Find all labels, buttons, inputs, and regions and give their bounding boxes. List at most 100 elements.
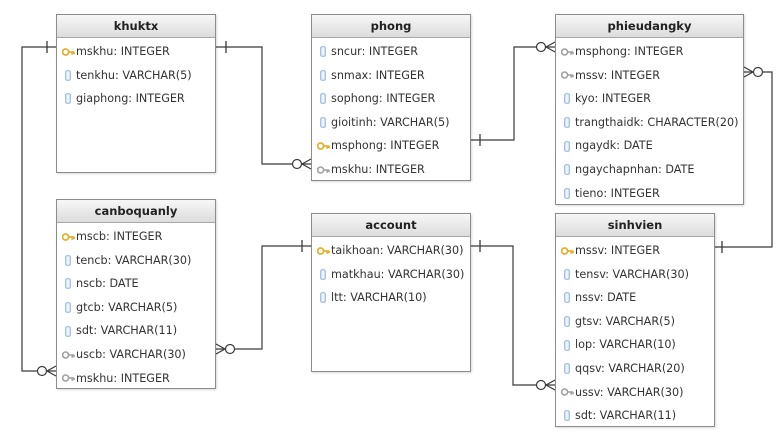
primary-key-icon [560, 239, 574, 263]
column-label: sdt: VARCHAR(11) [76, 324, 178, 338]
column-row[interactable]: ngaychapnhan: DATE [556, 158, 743, 182]
column-label: ngaydk: DATE [575, 139, 653, 153]
column-row[interactable]: mssv: INTEGER [556, 239, 714, 263]
column-label: snmax: INTEGER [331, 68, 425, 82]
column-icon [560, 87, 574, 111]
column-row[interactable]: tieno: INTEGER [556, 182, 743, 206]
column-row[interactable]: ltt: VARCHAR(10) [312, 286, 470, 310]
column-label: msphong: INTEGER [331, 139, 440, 153]
foreign-key-icon [316, 158, 330, 182]
entity-khuktx[interactable]: khuktx mskhu: INTEGER tenkhu: VARCHAR(5) g… [56, 14, 216, 173]
entity-title: phong [312, 15, 470, 38]
column-row[interactable]: msphong: INTEGER [312, 134, 470, 158]
relationship-phong-phieudangky [471, 41, 556, 146]
column-row[interactable]: trangthaidk: CHARACTER(20) [556, 111, 743, 135]
column-icon [61, 272, 75, 296]
column-row[interactable]: gioitinh: VARCHAR(5) [312, 111, 470, 135]
column-icon [560, 111, 574, 135]
column-label: nssv: DATE [575, 291, 637, 305]
column-list: mskhu: INTEGER tenkhu: VARCHAR(5) giaphong… [57, 38, 215, 111]
column-row[interactable]: tenkhu: VARCHAR(5) [57, 64, 215, 88]
foreign-key-icon [560, 64, 574, 88]
column-row[interactable]: qqsv: VARCHAR(20) [556, 357, 714, 381]
column-row[interactable]: sdt: VARCHAR(11) [556, 404, 714, 428]
column-row[interactable]: giaphong: INTEGER [57, 87, 215, 111]
column-label: mskhu: INTEGER [76, 45, 170, 58]
primary-key-icon [316, 239, 330, 263]
column-label: ussv: VARCHAR(30) [575, 385, 684, 399]
column-label: gtsv: VARCHAR(5) [575, 314, 675, 328]
entity-phieudangky[interactable]: phieudangky msphong: INTEGER mssv: INTEGE… [555, 14, 744, 205]
column-icon [560, 357, 574, 381]
column-label: gioitinh: VARCHAR(5) [331, 115, 450, 129]
column-label: uscb: VARCHAR(30) [76, 347, 186, 361]
column-icon [560, 134, 574, 158]
column-row[interactable]: mscb: INTEGER [57, 225, 215, 249]
column-label: mscb: INTEGER [76, 230, 163, 243]
column-icon [61, 64, 75, 88]
entity-account[interactable]: account taikhoan: VARCHAR(30)matkhau: VA… [311, 213, 471, 372]
column-row[interactable]: taikhoan: VARCHAR(30) [312, 239, 470, 263]
zero-cardinality-circle [224, 343, 236, 355]
zero-cardinality-circle [535, 41, 547, 53]
column-row[interactable]: mskhu: INTEGER [312, 158, 470, 182]
column-icon [560, 404, 574, 428]
column-row[interactable]: nscb: DATE [57, 272, 215, 296]
column-row[interactable]: mskhu: INTEGER [57, 40, 215, 64]
column-row[interactable]: gtcb: VARCHAR(5) [57, 296, 215, 320]
column-row[interactable]: sncur: INTEGER [312, 40, 470, 64]
column-icon [316, 286, 330, 310]
zero-cardinality-circle [752, 66, 764, 78]
column-label: kyo: INTEGER [575, 92, 651, 106]
zero-cardinality-circle [535, 379, 547, 391]
column-list: taikhoan: VARCHAR(30) matkhau: VARCHAR(30… [312, 237, 470, 310]
primary-key-icon [61, 40, 75, 64]
column-label: trangthaidk: CHARACTER(20) [575, 115, 739, 129]
column-icon [316, 87, 330, 111]
relationship-account-sinhvien [471, 240, 556, 391]
column-icon [316, 111, 330, 135]
foreign-key-icon [560, 40, 574, 64]
column-label: tenkhu: VARCHAR(5) [76, 68, 192, 82]
entity-sinhvien[interactable]: sinhvien mssv: INTEGER tensv: VARCHAR(30)… [555, 213, 715, 427]
entity-phong[interactable]: phong sncur: INTEGER snmax: INTEGER sophon… [311, 14, 471, 181]
column-label: lop: VARCHAR(10) [575, 338, 676, 352]
column-row[interactable]: msphong: INTEGER [556, 40, 743, 64]
column-icon [61, 87, 75, 111]
relationship-account-canboquanly [215, 240, 311, 355]
entity-title: sinhvien [556, 214, 714, 237]
primary-key-icon [61, 225, 75, 249]
column-row[interactable]: gtsv: VARCHAR(5) [556, 310, 714, 334]
column-list: mscb: INTEGER tencb: VARCHAR(30)nscb: DAT… [57, 223, 215, 390]
column-row[interactable]: snmax: INTEGER [312, 64, 470, 88]
column-row[interactable]: lop: VARCHAR(10) [556, 333, 714, 357]
foreign-key-icon [61, 367, 75, 391]
column-row[interactable]: tensv: VARCHAR(30) [556, 263, 714, 287]
column-row[interactable]: nssv: DATE [556, 286, 714, 310]
column-label: mskhu: INTEGER [331, 162, 425, 176]
foreign-key-icon [560, 381, 574, 405]
zero-cardinality-circle [36, 365, 48, 377]
column-row[interactable]: mssv: INTEGER [556, 64, 743, 88]
column-icon [61, 296, 75, 320]
entity-title: khuktx [57, 15, 215, 38]
column-row[interactable]: matkhau: VARCHAR(30) [312, 263, 470, 287]
entity-title: phieudangky [556, 15, 743, 38]
column-row[interactable]: sophong: INTEGER [312, 87, 470, 111]
column-row[interactable]: ngaydk: DATE [556, 134, 743, 158]
column-label: taikhoan: VARCHAR(30) [331, 244, 464, 257]
column-label: mssv: INTEGER [575, 68, 660, 82]
column-row[interactable]: ussv: VARCHAR(30) [556, 381, 714, 405]
column-row[interactable]: sdt: VARCHAR(11) [57, 319, 215, 343]
column-row[interactable]: uscb: VARCHAR(30) [57, 343, 215, 367]
column-row[interactable]: mskhu: INTEGER [57, 367, 215, 391]
zero-cardinality-circle [291, 158, 303, 170]
column-icon [316, 263, 330, 287]
column-label: sdt: VARCHAR(11) [575, 409, 677, 423]
column-label: msphong: INTEGER [575, 45, 684, 58]
column-row[interactable]: tencb: VARCHAR(30) [57, 249, 215, 273]
column-label: qqsv: VARCHAR(20) [575, 361, 685, 375]
column-row[interactable]: kyo: INTEGER [556, 87, 743, 111]
column-label: tensv: VARCHAR(30) [575, 267, 689, 281]
